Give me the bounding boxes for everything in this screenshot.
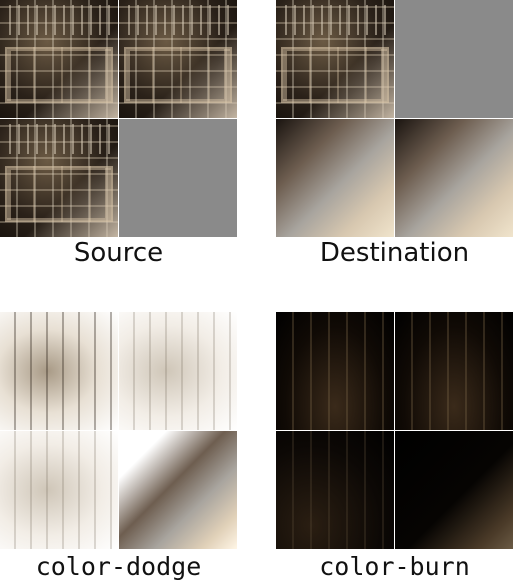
color-dodge-photo-tile bbox=[0, 312, 118, 430]
destination-gradient-tile bbox=[395, 119, 513, 237]
color-burn-panel bbox=[276, 312, 513, 549]
color-burn-dark-tile bbox=[276, 431, 394, 549]
source-photo-tile bbox=[119, 0, 237, 118]
color-burn-gradient-tile bbox=[395, 431, 513, 549]
color-dodge-gradient-tile bbox=[119, 431, 237, 549]
color-dodge-panel bbox=[0, 312, 237, 549]
source-gray-tile bbox=[119, 119, 237, 237]
source-photo-tile bbox=[0, 119, 118, 237]
source-photo-tile bbox=[0, 0, 118, 118]
destination-panel bbox=[276, 0, 513, 237]
destination-photo-tile bbox=[276, 0, 394, 118]
destination-gradient-tile bbox=[276, 119, 394, 237]
color-burn-photo-tile bbox=[276, 312, 394, 430]
color-burn-caption: color-burn bbox=[319, 552, 470, 581]
color-dodge-faded-tile bbox=[119, 312, 237, 430]
color-burn-photo-tile bbox=[395, 312, 513, 430]
destination-caption: Destination bbox=[319, 238, 470, 268]
destination-gray-tile bbox=[395, 0, 513, 118]
source-caption: Source bbox=[73, 238, 164, 268]
color-dodge-caption: color-dodge bbox=[35, 552, 202, 581]
color-dodge-faded-tile bbox=[0, 431, 118, 549]
source-panel bbox=[0, 0, 237, 237]
